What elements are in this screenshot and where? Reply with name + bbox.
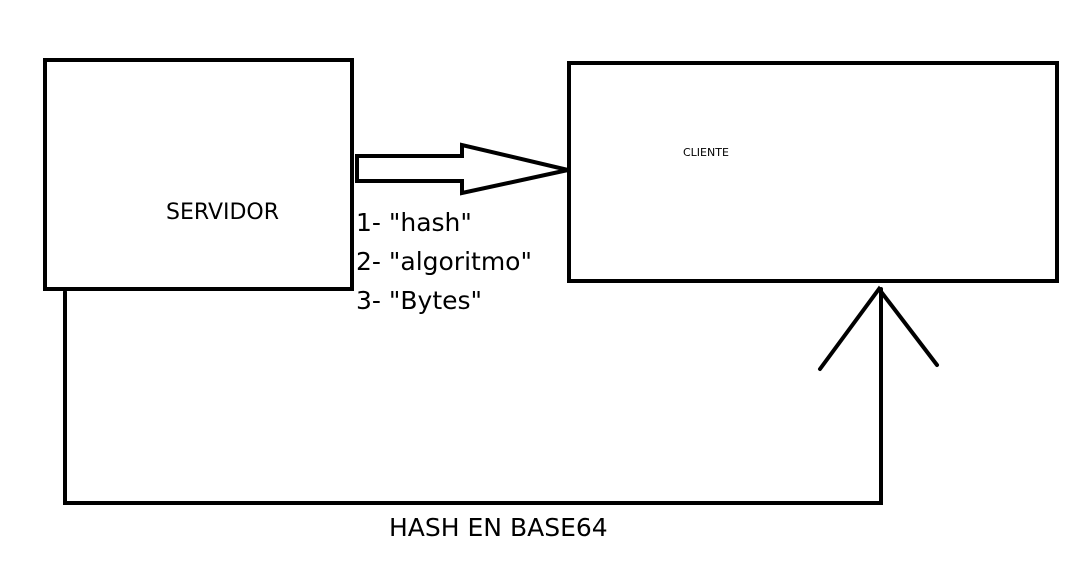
return-label: HASH EN BASE64 [389,513,608,542]
return-connector-line [63,287,883,505]
return-arrowhead [818,285,939,371]
request-item-hash: 1- "hash" [356,208,472,237]
servidor-box [43,58,354,291]
request-item-bytes: 3- "Bytes" [356,286,483,315]
servidor-label: SERVIDOR [166,200,280,225]
request-arrow [355,142,569,196]
cliente-box [567,61,1059,283]
cliente-label: CLIENTE [683,146,729,159]
request-items-list: 1- "hash" 2- "algoritmo" 3- "Bytes" [356,203,532,320]
request-item-algoritmo: 2- "algoritmo" [356,247,532,276]
